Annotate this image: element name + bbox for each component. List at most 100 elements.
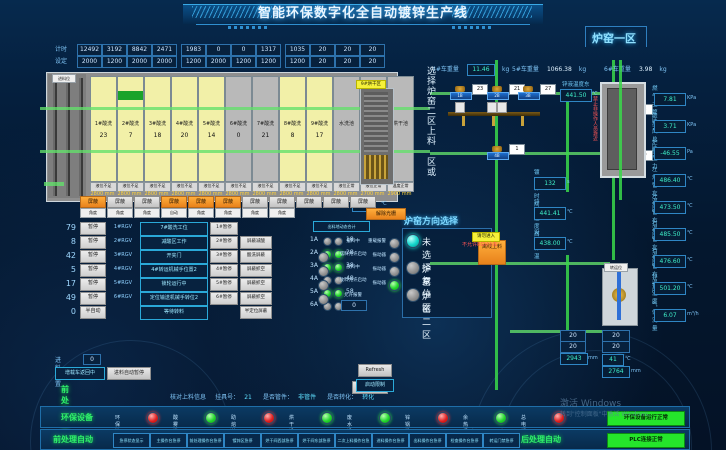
tank-5-mm: 2800 mm: [198, 191, 223, 197]
conveyor-v-2: [566, 92, 569, 192]
env-led-7: [495, 412, 507, 424]
rgv-pause2-button-1[interactable]: 1#暂停: [210, 222, 238, 235]
tank-5-value: 14: [207, 132, 216, 139]
bottom-button-7[interactable]: 二次上料操作台急停: [335, 433, 372, 448]
rgv-mode-button-6[interactable]: 屏蔽抓空: [240, 292, 272, 305]
shield-button-2[interactable]: 屏蔽: [107, 196, 133, 208]
angle-button-7[interactable]: 角度: [242, 208, 268, 218]
angle-button-2[interactable]: 角度: [107, 208, 133, 218]
direction-radio-1[interactable]: [406, 234, 420, 248]
refresh-button[interactable]: Refresh: [358, 364, 392, 377]
tank-6-mm: 2800 mm: [225, 191, 250, 197]
bottom-button-2[interactable]: 主操作台急停: [150, 433, 187, 448]
angle-button-6[interactable]: 角度: [215, 208, 241, 218]
shield-button-5[interactable]: 屏蔽: [188, 196, 214, 208]
return-status: 增载车返回中: [55, 367, 105, 380]
mid-item-1: 摆料中: [346, 239, 360, 244]
tank-10[interactable]: 水洗池: [333, 76, 360, 182]
rgv-pause2-button-4[interactable]: 4#暂停: [210, 264, 238, 277]
angle-button-4[interactable]: 自动: [161, 208, 187, 218]
bottom-button-11[interactable]: 转运门禁急停: [483, 433, 520, 448]
release-grating-button[interactable]: 解除光栅: [366, 208, 406, 220]
bottom-button-5[interactable]: 烘干间西部急停: [261, 433, 298, 448]
env-led-3: [263, 412, 275, 424]
direction-radio-2[interactable]: [406, 261, 420, 275]
crane-3[interactable]: 3B: [518, 86, 540, 106]
feed-position-value[interactable]: 0: [83, 354, 101, 365]
direction-panel: 炉窑方向选择 未选择复位炉窑一区炉窑二区: [400, 214, 492, 341]
rgv-status-1: 7#酸洗工位: [140, 222, 208, 236]
bottom-button-9[interactable]: 出料操作台急停: [409, 433, 446, 448]
furnace-meter-value-6: 485.50: [654, 228, 686, 241]
rgv-pause-button-2[interactable]: 暂停: [80, 236, 106, 249]
shield-button-9[interactable]: 屏蔽: [296, 196, 322, 208]
rgv-mode-button-2[interactable]: 屏蔽减酸: [240, 236, 272, 249]
rgv-pause-button-5[interactable]: 暂停: [80, 278, 106, 291]
env-ok-button[interactable]: 环保设备运行正常: [607, 411, 685, 426]
rgv-pause-button-4[interactable]: 暂停: [80, 264, 106, 277]
shield-button-6[interactable]: 屏蔽: [215, 196, 241, 208]
rgv-pause2-button-5[interactable]: 5#暂停: [210, 278, 238, 291]
matrix-led-b-4: [334, 276, 343, 285]
rgv-mode-button-5[interactable]: 屏蔽抓空: [240, 278, 272, 291]
plc-status-button[interactable]: PLC连接正常: [607, 433, 685, 448]
rgv-number-6: 49: [65, 293, 76, 302]
shield-button-10[interactable]: 屏蔽: [323, 196, 349, 208]
rgv-mode-button-3[interactable]: 酸洗屏蔽: [240, 250, 272, 263]
timer-cell-calc-1: 3192: [102, 44, 127, 56]
bottom-button-3[interactable]: 前处理操作台急停: [187, 433, 224, 448]
matrix-led-a-1: [323, 237, 332, 246]
center-meter-unit-1: s: [567, 179, 570, 185]
direction-radio-3[interactable]: [406, 288, 420, 302]
rgv-pause2-button-2[interactable]: 2#暂停: [210, 236, 238, 249]
rgv-pause2-button-3[interactable]: 3#暂停: [210, 250, 238, 263]
rgv-pause-button-3[interactable]: 暂停: [80, 250, 106, 263]
rgv-pause-button-7[interactable]: 半自动: [80, 306, 106, 319]
furnace-meter-unit-2: KPa: [687, 122, 697, 128]
no-rgv-text: 不允许RGV小车: [462, 242, 498, 248]
br-temp-unit: ℃: [625, 356, 631, 362]
tank-7-name: 7#酸洗: [256, 121, 275, 127]
rgv-pause-button-6[interactable]: 暂停: [80, 292, 106, 305]
rgv-pause-button-1[interactable]: 暂停: [80, 222, 106, 235]
shield-button-7[interactable]: 屏蔽: [242, 196, 268, 208]
shield-button-3[interactable]: 屏蔽: [134, 196, 160, 208]
shield-button-8[interactable]: 屏蔽: [269, 196, 295, 208]
shield-button-4[interactable]: 屏蔽: [161, 196, 187, 208]
shield-button-11[interactable]: 屏蔽: [350, 196, 376, 208]
angle-button-3[interactable]: 角度: [134, 208, 160, 218]
center-meter-value-2: 441.41: [534, 207, 566, 220]
rgv-pause2-button-6[interactable]: 6#暂停: [210, 292, 238, 305]
angle-button-1[interactable]: 角度: [80, 208, 106, 218]
tank-9-mm: 2800 mm: [306, 191, 331, 197]
rgv-mode-button-7[interactable]: 半定位屏蔽: [240, 306, 272, 319]
furnace-inner: [607, 88, 637, 170]
bottom-button-6[interactable]: 烘干间东部急停: [298, 433, 335, 448]
zinc-temp-unit: ℃: [592, 91, 598, 97]
angle-button-8[interactable]: 角度: [269, 208, 295, 218]
bottom-button-8[interactable]: 进料操作台急停: [372, 433, 409, 448]
crane-3-id: 3B: [525, 93, 531, 98]
crane-1[interactable]: 1B: [450, 86, 472, 106]
start-limit-button[interactable]: 启动限制: [356, 379, 394, 392]
furnace-meter-unit-3: Pa: [687, 149, 693, 155]
overhead-beam: [448, 112, 540, 116]
shield-button-1[interactable]: 屏蔽: [80, 196, 106, 208]
rgv-mode-button-4[interactable]: 屏蔽抓空: [240, 264, 272, 277]
crane-4[interactable]: 4B: [487, 146, 509, 166]
crane-2[interactable]: 2B: [487, 86, 509, 106]
bottom-button-1[interactable]: 急停状态显示: [113, 433, 150, 448]
angle-button-5[interactable]: 角度: [188, 208, 214, 218]
feed-pause-button[interactable]: 进料自动暂停: [107, 367, 151, 380]
bottom-button-4[interactable]: 镀锌区急停: [224, 433, 261, 448]
bottom-button-10[interactable]: 检查操作台急停: [446, 433, 483, 448]
